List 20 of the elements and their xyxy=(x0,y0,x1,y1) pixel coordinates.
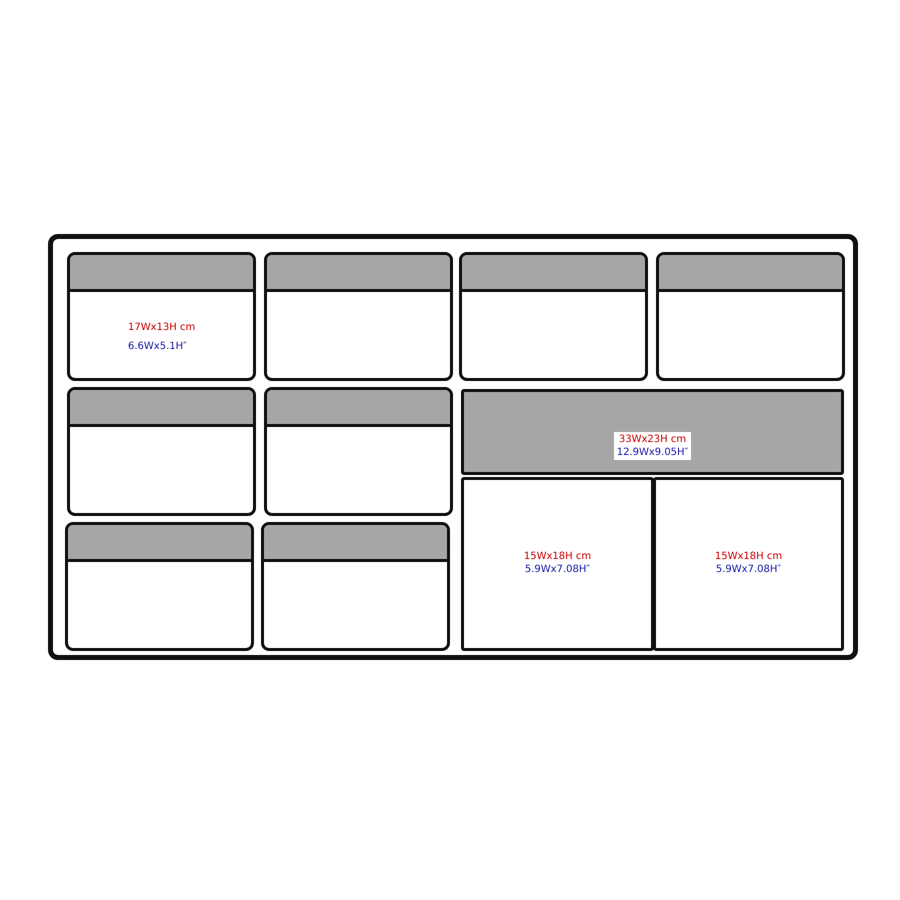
compartment xyxy=(656,252,845,381)
dimension-label: 17Wx13H cm xyxy=(128,321,196,334)
dimension-label: 12.9Wx9.05H″ xyxy=(616,446,688,459)
dimension-label: 15Wx18H cm xyxy=(524,550,592,563)
dimension-label: 6.6Wx5.1H″ xyxy=(128,340,188,353)
divider-panel xyxy=(461,389,844,475)
compartment xyxy=(653,477,844,651)
compartment xyxy=(264,252,453,381)
compartment xyxy=(264,387,453,516)
dimension-label: 33Wx23H cm xyxy=(618,433,688,446)
dimension-label: 5.9Wx7.08H″ xyxy=(524,563,592,576)
compartment xyxy=(459,252,648,381)
compartment xyxy=(67,387,256,516)
compartment xyxy=(65,522,254,651)
dimension-label: 5.9Wx7.08H″ xyxy=(714,563,782,576)
tray-outline xyxy=(48,234,858,660)
compartment xyxy=(461,477,654,651)
compartment xyxy=(67,252,256,381)
compartment xyxy=(261,522,450,651)
dimension-label: 15Wx18H cm xyxy=(714,550,782,563)
